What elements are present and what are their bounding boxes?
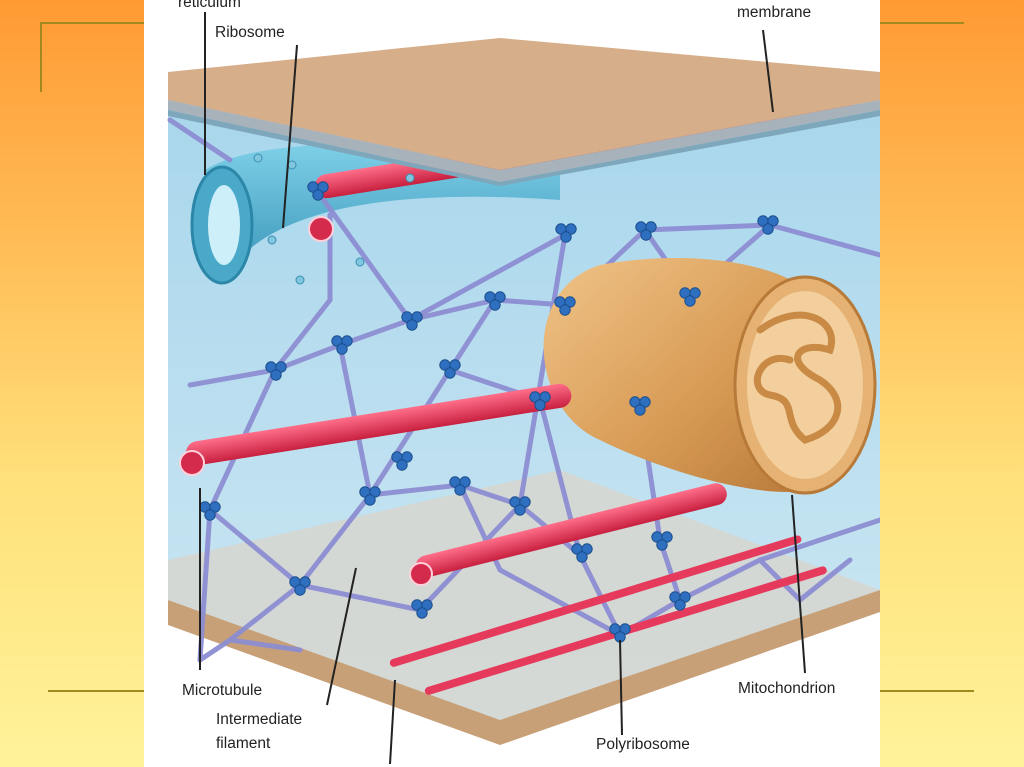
label-polyribosome: Polyribosome [596, 736, 690, 754]
free-ribosome [406, 174, 414, 182]
label-ribosome: Ribosome [215, 24, 285, 42]
free-ribosome [296, 276, 304, 284]
free-ribosome [254, 154, 262, 162]
label-plasma-membrane: membrane [737, 4, 811, 22]
decor-line-bottom-left [48, 690, 144, 692]
diagram-panel: reticulum Ribosome membrane Microtubule … [144, 0, 880, 767]
cytoskeleton-diagram [144, 0, 880, 767]
label-mitochondrion: Mitochondrion [738, 680, 835, 698]
free-ribosome [268, 236, 276, 244]
label-endoplasmic-reticulum: reticulum [178, 0, 241, 12]
decor-line-top-left-v [40, 22, 42, 92]
decor-line-bottom-right [880, 690, 974, 692]
label-microtubule: Microtubule [182, 682, 262, 700]
label-intermediate-filament-line2: filament [216, 735, 270, 753]
free-ribosome [356, 258, 364, 266]
decor-line-top-right-h [880, 22, 964, 24]
free-ribosome [288, 161, 296, 169]
decor-line-top-left-h [40, 22, 144, 24]
label-intermediate-filament-line1: Intermediate [216, 711, 302, 729]
